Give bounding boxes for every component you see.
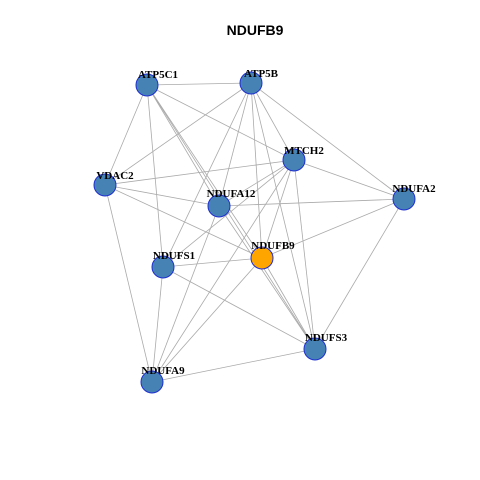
edge-atp5b-ndufs1 xyxy=(162,82,252,268)
edge-atp5c1-mtch2 xyxy=(146,84,295,161)
node-ndufs3[interactable] xyxy=(303,337,327,361)
edge-mtch2-ndufa9 xyxy=(151,159,295,383)
edge-vdac2-ndufa12 xyxy=(104,184,220,207)
nodes-layer xyxy=(93,71,416,394)
edge-atp5b-ndufs3 xyxy=(250,82,316,350)
edge-ndufa2-ndufb9 xyxy=(261,198,405,259)
node-label-ndufs3: NDUFS3 xyxy=(305,332,348,344)
edge-ndufb9-ndufs1 xyxy=(162,257,263,268)
edge-mtch2-ndufs1 xyxy=(162,159,295,268)
edge-mtch2-ndufa12 xyxy=(218,159,295,207)
edge-ndufs1-ndufs3 xyxy=(162,266,316,350)
edge-atp5c1-ndufs1 xyxy=(146,84,164,268)
edge-ndufb9-ndufs3 xyxy=(261,257,316,350)
edge-mtch2-vdac2 xyxy=(104,159,295,186)
node-ndufa12[interactable] xyxy=(207,194,231,218)
edge-ndufs3-ndufa9 xyxy=(151,348,316,383)
edge-ndufa2-ndufs3 xyxy=(314,198,405,350)
edge-ndufa12-ndufs3 xyxy=(218,205,316,350)
edge-mtch2-ndufs3 xyxy=(293,159,316,350)
edge-vdac2-ndufa9 xyxy=(104,184,153,383)
node-atp5b[interactable] xyxy=(239,71,263,95)
edge-atp5b-ndufa12 xyxy=(218,82,252,207)
node-ndufb9[interactable] xyxy=(250,246,274,270)
node-label-ndufa2: NDUFA2 xyxy=(392,183,436,195)
edge-atp5b-ndufa2 xyxy=(250,82,405,200)
node-vdac2[interactable] xyxy=(93,173,117,197)
edge-ndufb9-ndufa9 xyxy=(151,257,263,383)
node-label-ndufb9: NDUFB9 xyxy=(251,240,295,252)
edge-atp5c1-atp5b xyxy=(146,82,252,86)
node-label-atp5c1: ATP5C1 xyxy=(138,69,178,81)
edge-atp5c1-vdac2 xyxy=(104,84,148,186)
node-label-atp5b: ATP5B xyxy=(244,68,279,80)
edge-mtch2-ndufb9 xyxy=(261,159,295,259)
node-label-ndufs1: NDUFS1 xyxy=(153,250,195,262)
graph-title: NDUFB9 xyxy=(227,22,284,38)
edge-atp5b-vdac2 xyxy=(104,82,252,186)
edge-vdac2-ndufb9 xyxy=(104,184,263,259)
node-ndufa9[interactable] xyxy=(140,370,164,394)
node-label-mtch2: MTCH2 xyxy=(284,145,324,157)
edge-mtch2-ndufa2 xyxy=(293,159,405,200)
node-atp5c1[interactable] xyxy=(135,73,159,97)
node-mtch2[interactable] xyxy=(282,148,306,172)
edge-atp5b-mtch2 xyxy=(250,82,295,161)
node-label-vdac2: VDAC2 xyxy=(96,170,134,182)
node-label-ndufa12: NDUFA12 xyxy=(207,188,256,200)
edge-ndufa12-ndufa9 xyxy=(151,205,220,383)
edges-layer xyxy=(104,82,405,383)
node-ndufa2[interactable] xyxy=(392,187,416,211)
node-label-ndufa9: NDUFA9 xyxy=(141,365,185,377)
edge-atp5b-ndufb9 xyxy=(250,82,263,259)
edge-atp5c1-ndufs3 xyxy=(146,84,316,350)
edge-ndufs1-ndufa9 xyxy=(151,266,164,383)
node-ndufs1[interactable] xyxy=(151,255,175,279)
edge-atp5c1-ndufa12 xyxy=(146,84,220,207)
edge-ndufa2-ndufa12 xyxy=(218,198,405,207)
